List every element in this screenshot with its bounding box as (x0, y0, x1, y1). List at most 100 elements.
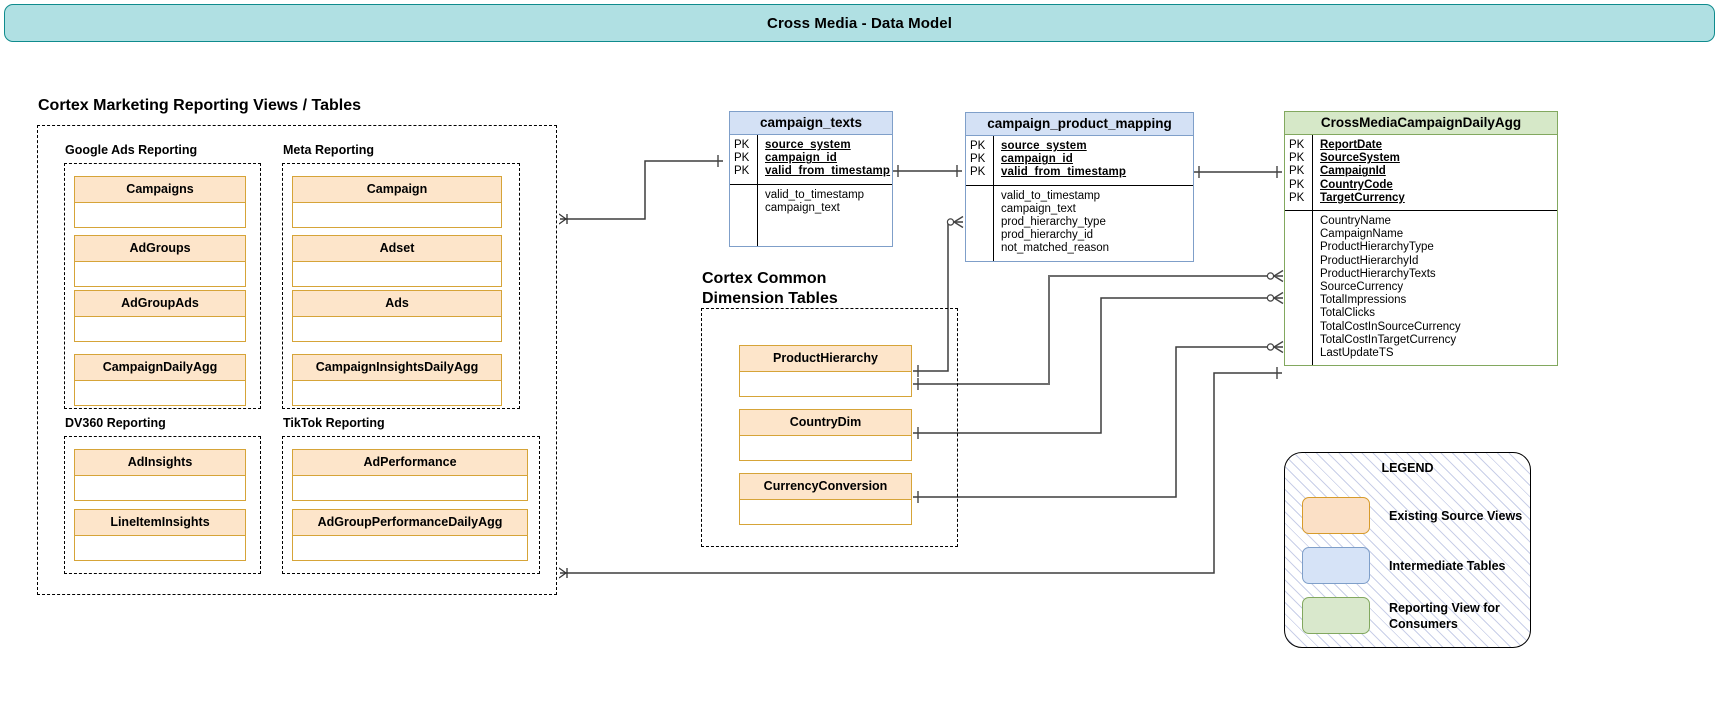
pk-field: valid_from_timestamp (1001, 166, 1127, 179)
pk-field: campaign_id (765, 152, 837, 165)
attr-field: ProductHierarchyId (1320, 254, 1419, 267)
section-heading-reporting-views: Cortex Marketing Reporting Views / Table… (38, 97, 362, 114)
pk-field: SourceSystem (1320, 152, 1400, 165)
dimension-table-currencyconversion[interactable]: CurrencyConversion (739, 473, 912, 525)
pk-marker: PK (970, 140, 986, 152)
attr-field-column: valid_to_timestamp campaign_text prod_hi… (993, 185, 1193, 261)
card-title: CurrencyConversion (740, 474, 911, 500)
card-body (75, 381, 245, 405)
pk-field-column: ReportDate SourceSystem CampaignId Count… (1312, 135, 1557, 211)
er-table-pk-section: PK PK PK PK PK ReportDate SourceSystem C… (1285, 135, 1557, 211)
dimension-table-producthierarchy[interactable]: ProductHierarchy (739, 345, 912, 397)
attr-marker-column (1285, 211, 1312, 365)
source-view-adgroupperformancedailyagg[interactable]: AdGroupPerformanceDailyAgg (292, 509, 528, 561)
card-title: AdGroupPerformanceDailyAgg (293, 510, 527, 536)
pk-marker: PK (1289, 178, 1305, 191)
group-box-tiktok (282, 436, 540, 574)
card-body (75, 262, 245, 286)
card-body (75, 536, 245, 560)
legend-label: Reporting View for Consumers (1389, 600, 1500, 631)
common-dimensions-container (701, 308, 958, 547)
pk-marker: PK (1289, 165, 1305, 178)
er-table-crossmediacampaigndailyagg[interactable]: CrossMediaCampaignDailyAgg PK PK PK PK P… (1284, 111, 1558, 367)
pk-field: CampaignId (1320, 165, 1386, 178)
source-view-ads[interactable]: Ads (292, 290, 502, 342)
source-view-campaigninsightsdailyagg[interactable]: CampaignInsightsDailyAgg (292, 354, 502, 406)
source-view-adinsights[interactable]: AdInsights (74, 449, 246, 501)
pk-marker-column: PK PK PK PK PK (1285, 135, 1312, 210)
legend-swatch-blue (1302, 547, 1370, 584)
source-view-adset[interactable]: Adset (292, 235, 502, 287)
pk-field-column: source_system campaign_id valid_from_tim… (993, 136, 1193, 185)
er-table-title: campaign_product_mapping (966, 113, 1193, 136)
pk-marker: PK (734, 139, 750, 151)
pk-marker: PK (970, 153, 986, 166)
pk-field: source_system (765, 139, 851, 151)
pk-field-column: source_system campaign_id valid_from_tim… (757, 135, 892, 184)
er-table-pk-section: PK PK PK source_system campaign_id valid… (730, 135, 892, 184)
card-body (75, 203, 245, 227)
pk-marker: PK (734, 152, 750, 165)
source-view-campaigns[interactable]: Campaigns (74, 176, 246, 228)
legend-item-reporting-view: Reporting View for Consumers (1302, 597, 1500, 634)
attr-marker-column (730, 185, 757, 247)
source-view-adgroupads[interactable]: AdGroupAds (74, 290, 246, 342)
attr-field: ProductHierarchyType (1320, 241, 1434, 254)
attr-field-column: CountryName CampaignName ProductHierarch… (1312, 211, 1557, 366)
er-table-campaign-texts[interactable]: campaign_texts PK PK PK source_system ca… (729, 111, 893, 248)
legend-label: Existing Source Views (1389, 508, 1523, 523)
card-title: CampaignInsightsDailyAgg (293, 355, 501, 381)
attr-field: CampaignName (1320, 228, 1404, 241)
attr-field: not_matched_reason (1001, 242, 1110, 255)
pk-marker-column: PK PK PK (730, 135, 757, 184)
group-box-dv360 (64, 436, 261, 574)
attr-field-column: valid_to_timestamp campaign_text (757, 184, 892, 247)
pk-marker: PK (1289, 139, 1305, 151)
dimension-table-countrydim[interactable]: CountryDim (739, 409, 912, 461)
card-body (740, 436, 911, 460)
card-title: AdGroupAds (75, 291, 245, 317)
card-title: AdPerformance (293, 450, 527, 476)
card-body (75, 317, 245, 341)
pk-field: ReportDate (1320, 139, 1382, 151)
source-view-adperformance[interactable]: AdPerformance (292, 449, 528, 501)
attr-field: ProductHierarchyTexts (1320, 267, 1436, 280)
card-title: Ads (293, 291, 501, 317)
legend-item-intermediate-tables: Intermediate Tables (1302, 547, 1505, 584)
attr-spacer (765, 215, 892, 228)
pk-marker: PK (1289, 152, 1305, 165)
pk-field: valid_from_timestamp (765, 165, 891, 178)
diagram-title: Cross Media - Data Model (767, 14, 952, 32)
source-view-campaign[interactable]: Campaign (292, 176, 502, 228)
attr-field: TotalCostInSourceCurrency (1320, 320, 1461, 333)
attr-field: TotalClicks (1320, 307, 1375, 320)
card-body (740, 372, 911, 396)
group-label-google-ads: Google Ads Reporting (65, 143, 198, 157)
pk-field: TargetCurrency (1320, 191, 1405, 204)
group-label-meta: Meta Reporting (283, 143, 374, 157)
card-body (293, 381, 501, 405)
attr-marker-column (966, 186, 993, 261)
pk-field: source_system (1001, 140, 1087, 152)
er-table-title: CrossMediaCampaignDailyAgg (1285, 112, 1557, 135)
card-body (293, 536, 527, 560)
source-view-lineiteminsights[interactable]: LineItemInsights (74, 509, 246, 561)
card-title: Campaigns (75, 177, 245, 203)
source-view-adgroups[interactable]: AdGroups (74, 235, 246, 287)
reporting-views-container (37, 125, 557, 595)
pk-marker-column: PK PK PK (966, 136, 993, 185)
legend-panel: LEGEND Existing Source Views Intermediat… (1284, 452, 1531, 648)
source-view-campaigndailyagg[interactable]: CampaignDailyAgg (74, 354, 246, 406)
legend-label: Intermediate Tables (1389, 558, 1506, 573)
er-table-attr-section: valid_to_timestamp campaign_text (730, 183, 892, 247)
er-table-attr-section: CountryName CampaignName ProductHierarch… (1285, 210, 1557, 366)
pk-field: campaign_id (1001, 153, 1073, 166)
card-title: Adset (293, 236, 501, 262)
legend-swatch-green (1302, 597, 1370, 634)
attr-field: TotalImpressions (1320, 294, 1407, 307)
card-body (75, 476, 245, 500)
diagram-title-bar: Cross Media - Data Model (4, 4, 1715, 42)
er-table-campaign-product-mapping[interactable]: campaign_product_mapping PK PK PK source… (965, 112, 1194, 262)
card-title: ProductHierarchy (740, 346, 911, 372)
